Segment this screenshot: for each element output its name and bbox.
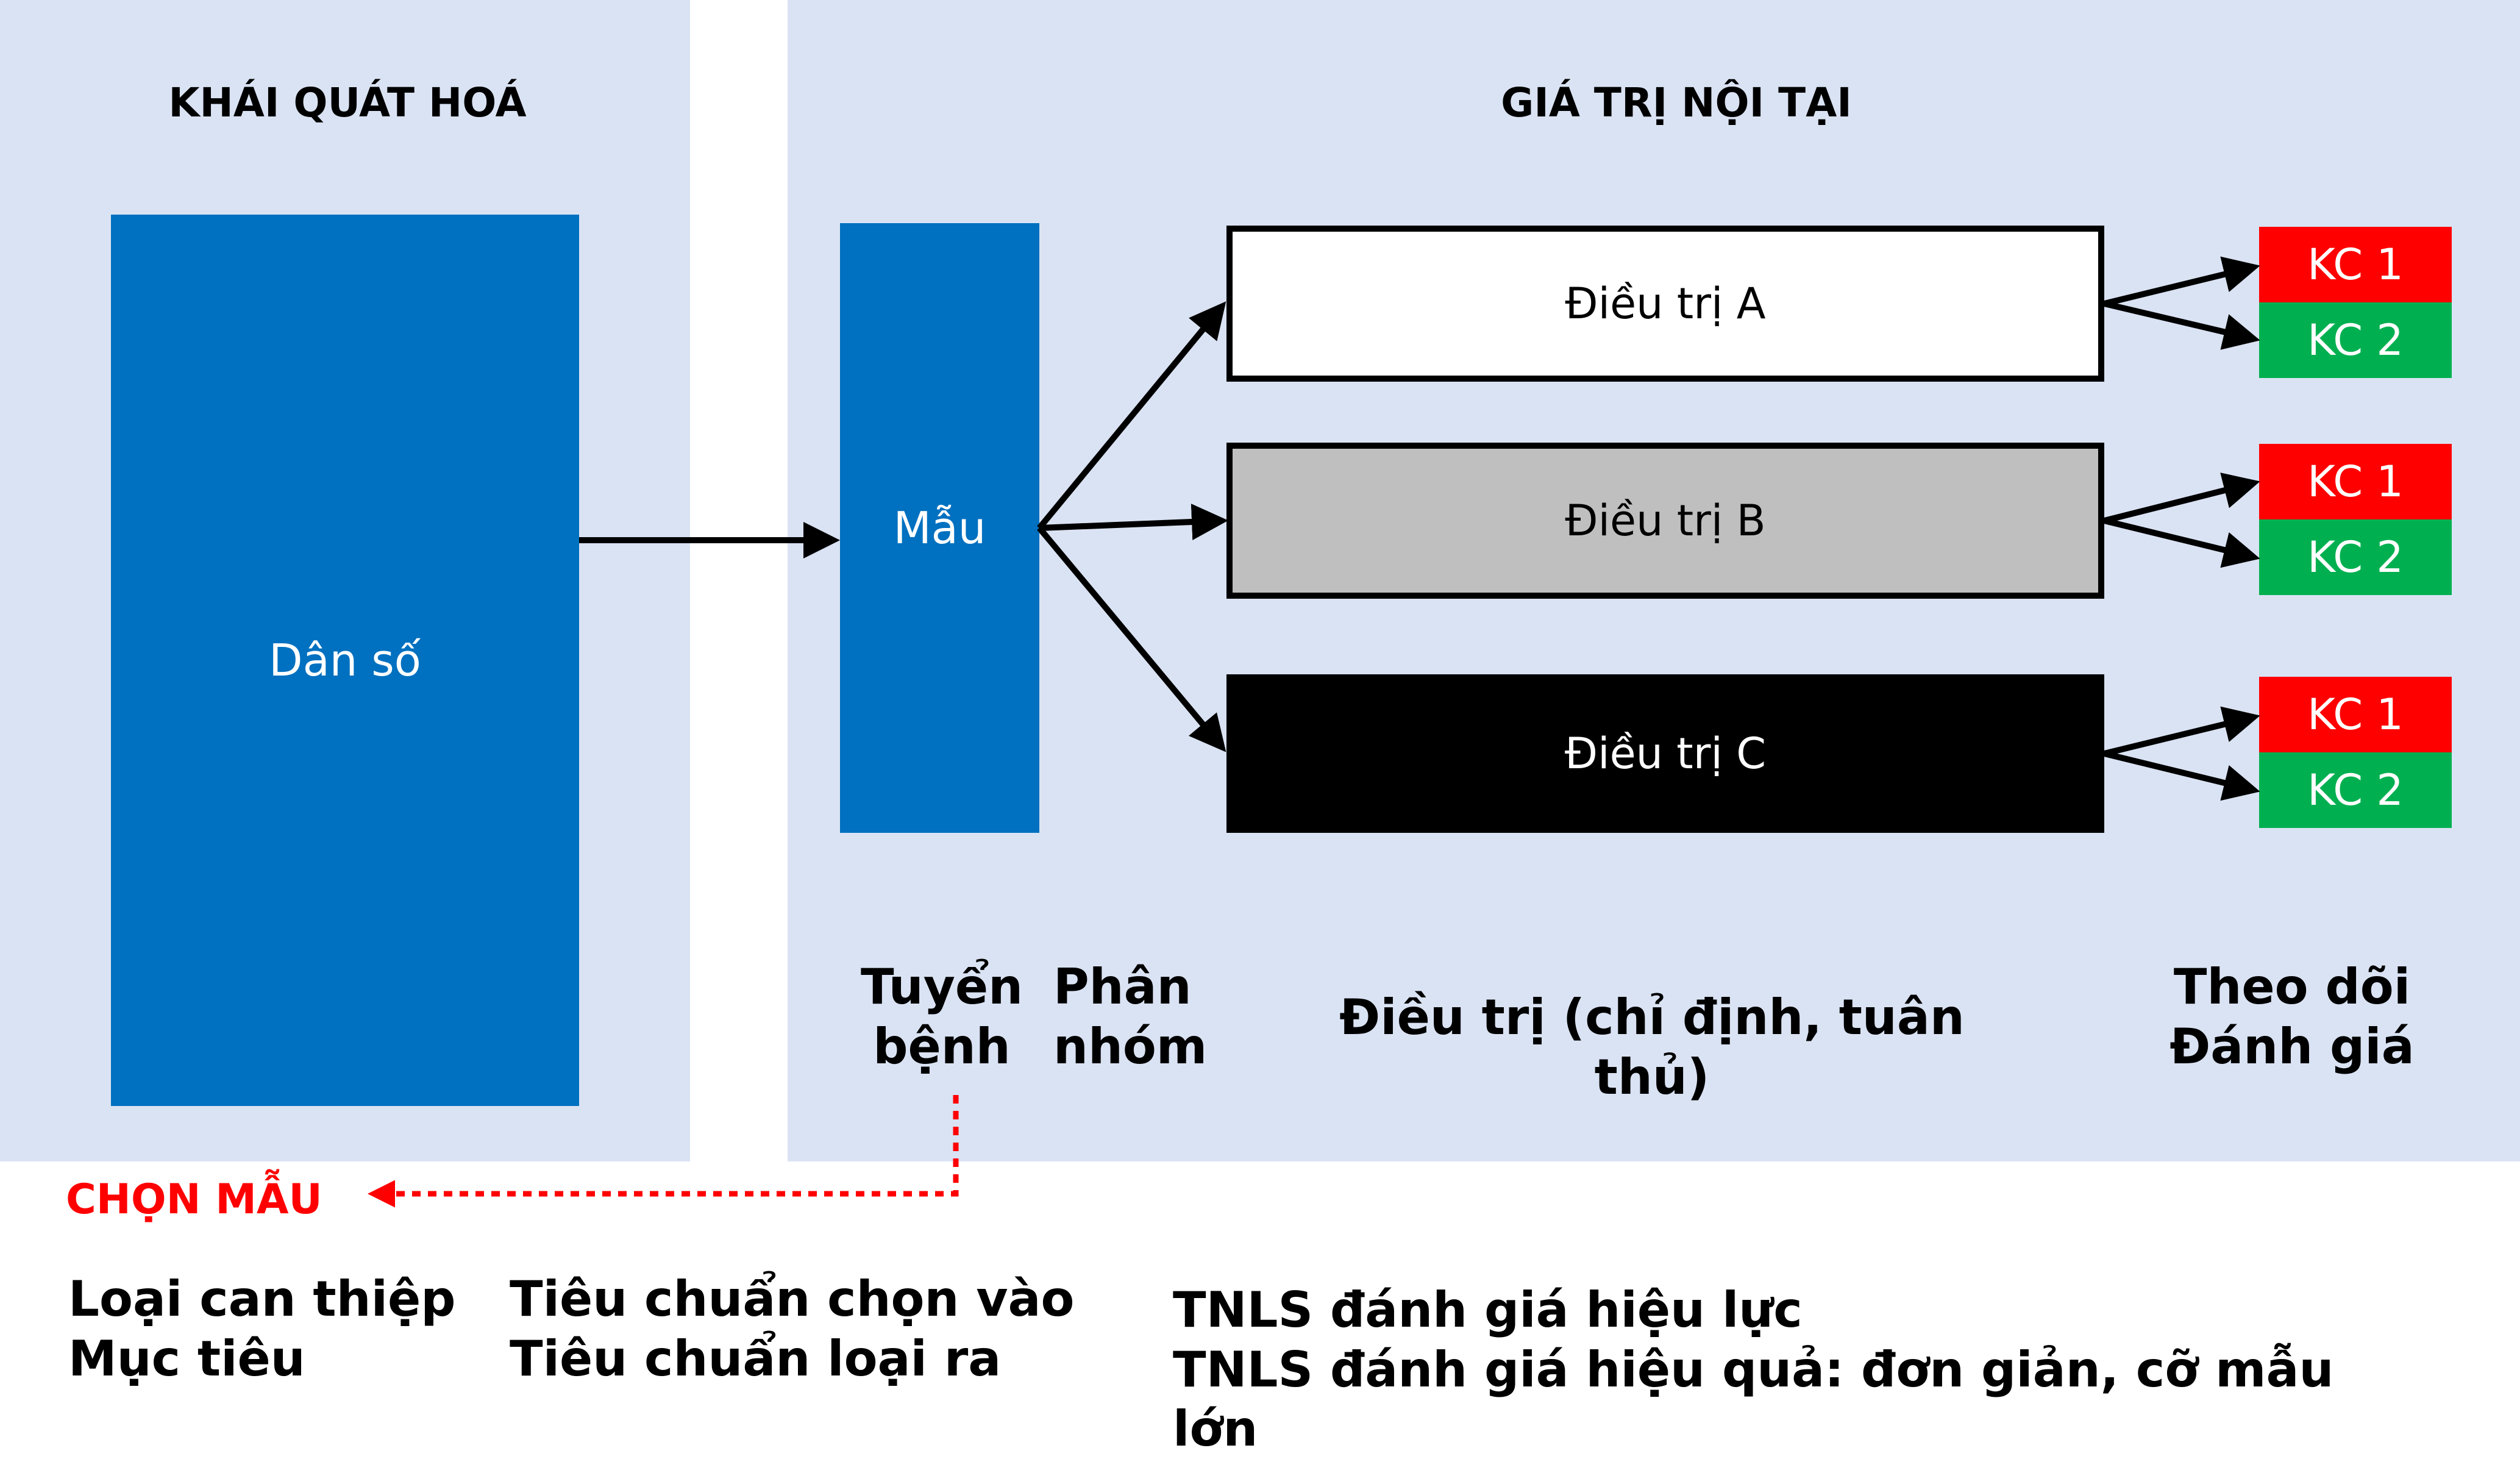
kc1-b: KC 1 <box>2259 444 2452 519</box>
arrow-sample-to-c <box>1037 526 1226 752</box>
stage-group: Phân nhóm <box>1053 958 1208 1075</box>
kc1-c: KC 1 <box>2259 677 2452 752</box>
internal-validity-title: GIÁ TRỊ NỘI TẠI <box>1501 79 1852 126</box>
arrow-a-kc1 <box>2103 256 2260 307</box>
treatment-a-box: Điều trị A <box>1226 226 2104 382</box>
arrow-sample-to-b <box>1039 504 1228 540</box>
arrow-a-kc2 <box>2103 301 2260 350</box>
stage-recruit: Tuyển bệnh <box>860 958 1023 1075</box>
treatment-c-label: Điều trị C <box>1564 729 1767 779</box>
kc1-a: KC 1 <box>2259 227 2452 302</box>
bottom-col-2: Tiêu chuẩn chọn vào Tiêu chuẩn loại ra <box>510 1271 1075 1387</box>
stage-treatment: Điều trị (chỉ định, tuân thủ) <box>1339 989 1965 1105</box>
arrow-c-kc1 <box>2103 706 2260 757</box>
population-box: Dân số <box>111 215 579 1106</box>
arrow-b-kc1 <box>2103 473 2260 524</box>
treatment-b-label: Điều trị B <box>1565 496 1766 546</box>
treatment-a-label: Điều trị A <box>1565 279 1766 329</box>
stage-followup: Theo dõi Đánh giá <box>2169 958 2415 1075</box>
sample-label: Mẫu <box>893 502 986 554</box>
sampling-label: CHỌN MẪU <box>66 1175 322 1224</box>
treatment-b-box: Điều trị B <box>1226 443 2104 599</box>
arrow-sample-to-a <box>1037 301 1226 530</box>
arrow-c-kc2 <box>2103 751 2260 801</box>
sampling-dotted-arrow <box>368 1095 959 1208</box>
sample-box: Mẫu <box>840 223 1039 833</box>
kc2-c: KC 2 <box>2259 752 2452 828</box>
treatment-c-box: Điều trị C <box>1226 674 2104 833</box>
generalizability-title: KHÁI QUÁT HOÁ <box>168 79 527 126</box>
bottom-col-1: Loại can thiệp Mục tiêu <box>68 1271 456 1387</box>
kc2-a: KC 2 <box>2259 302 2452 378</box>
arrow-b-kc2 <box>2103 518 2260 568</box>
bottom-col-3: TNLS đánh giá hiệu lực TNLS đánh giá hiệ… <box>1173 1282 2334 1458</box>
kc2-b: KC 2 <box>2259 519 2452 595</box>
population-label: Dân số <box>269 635 421 686</box>
